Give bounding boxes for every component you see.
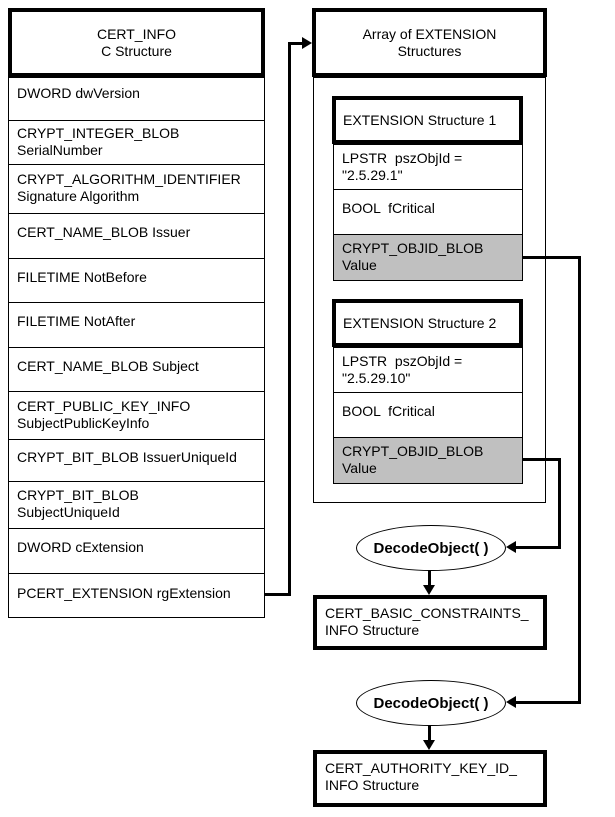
cert-info-row-subject: CERT_NAME_BLOB Subject — [8, 347, 265, 392]
extension-2-field-fcritical: BOOL fCritical — [333, 392, 523, 438]
arrowhead-into-basic-constraints — [423, 585, 435, 595]
cert-info-row-signature-algorithm: CRYPT_ALGORITHM_IDENTIFIER Signature Alg… — [8, 164, 265, 214]
connector-value2-out — [523, 458, 561, 461]
connector-value1-vertical — [578, 256, 581, 704]
cert-info-row-serialnumber: CRYPT_INTEGER_BLOB SerialNumber — [8, 120, 265, 165]
connector-value1-out — [523, 256, 581, 259]
extension-2-field-pszobjid: LPSTR pszObjId = "2.5.29.10" — [333, 347, 523, 393]
cert-basic-constraints-info-box: CERT_BASIC_CONSTRAINTS_ INFO Structure — [313, 595, 547, 650]
connector-decode2-down — [428, 725, 431, 741]
cert-info-row-dwversion: DWORD dwVersion — [8, 77, 265, 121]
extension-1-field-fcritical: BOOL fCritical — [333, 189, 523, 235]
decode-object-ellipse-2: DecodeObject( ) — [356, 680, 506, 726]
cert-info-row-rgextension: PCERT_EXTENSION rgExtension — [8, 573, 265, 618]
connector-rgextension-vertical — [288, 42, 291, 596]
cert-info-row-issueruniqueid: CRYPT_BIT_BLOB IssuerUniqueId — [8, 439, 265, 482]
extension-1-field-pszobjid: LPSTR pszObjId = "2.5.29.1" — [333, 144, 523, 190]
cert-info-row-cextension: DWORD cExtension — [8, 528, 265, 574]
extension-structure-2-title: EXTENSION Structure 2 — [332, 299, 523, 347]
cert-authority-key-id-info-box: CERT_AUTHORITY_KEY_ID_ INFO Structure — [313, 750, 547, 807]
connector-decode1-down — [428, 570, 431, 586]
connector-rgextension-horizontal — [265, 593, 291, 596]
extension-2-field-value: CRYPT_OBJID_BLOB Value — [333, 437, 523, 484]
cert-info-row-notafter: FILETIME NotAfter — [8, 302, 265, 348]
cert-info-row-subjectuniqueid: CRYPT_BIT_BLOB SubjectUniqueId — [8, 481, 265, 529]
connector-value2-into-decode1 — [516, 546, 561, 549]
cert-info-row-subjectpublickeyinfo: CERT_PUBLIC_KEY_INFO SubjectPublicKeyInf… — [8, 391, 265, 440]
connector-value2-vertical — [558, 458, 561, 549]
arrowhead-into-decode-1 — [506, 541, 516, 553]
connector-value1-into-decode2 — [516, 701, 581, 704]
cert-info-header: CERT_INFO C Structure — [8, 8, 265, 77]
decode-object-ellipse-1: DecodeObject( ) — [356, 525, 506, 571]
extension-structure-1-title: EXTENSION Structure 1 — [332, 96, 523, 144]
arrowhead-into-decode-2 — [506, 696, 516, 708]
extension-1-field-value: CRYPT_OBJID_BLOB Value — [333, 234, 523, 281]
extension-array-header: Array of EXTENSION Structures — [312, 8, 547, 77]
arrowhead-into-authority-key-id — [423, 740, 435, 750]
cert-info-row-issuer: CERT_NAME_BLOB Issuer — [8, 213, 265, 259]
connector-rgextension-top — [288, 42, 303, 45]
cert-info-row-notbefore: FILETIME NotBefore — [8, 258, 265, 303]
arrowhead-into-extension-array — [302, 37, 312, 49]
